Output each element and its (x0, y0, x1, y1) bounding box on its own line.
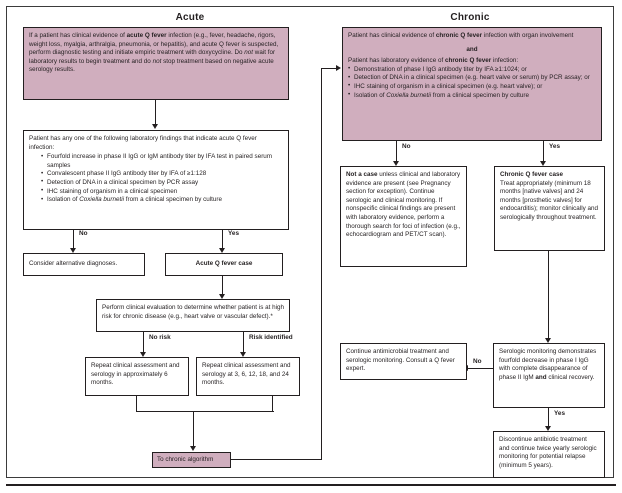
chronic-q-fever-case-title: Chronic Q fever case (500, 171, 563, 178)
arrow-acute-lab-yes (219, 248, 225, 253)
edge-label-chronic-no: No (402, 143, 411, 150)
connector-no-risk (143, 332, 145, 354)
consider-alternative-diagnoses-text: Consider alternative diagnoses. (29, 260, 118, 268)
edge-label-monitoring-yes: Yes (554, 410, 566, 417)
arrow-acute-lab-no (70, 248, 76, 253)
acute-lab-lead: Patient has any one of the following lab… (29, 135, 257, 151)
to-chronic-algorithm-box: To chronic algorithm (152, 452, 231, 468)
edge-label-risk-identified: Risk identified (249, 334, 293, 341)
acute-lab-list: Fourfold increase in phase II IgG or IgM… (29, 153, 283, 205)
edge-label-acute-no: No (79, 230, 88, 237)
edge-label-monitoring-no: No (473, 358, 482, 365)
not-a-case-text: Not a case unless clinical and laborator… (346, 171, 461, 239)
discontinue-antibiotic-text: Discontinue antibiotic treatment and con… (499, 436, 597, 469)
connector-chronic-feedback-vertical (321, 68, 323, 460)
chronic-intro-list: Demonstration of phase I IgG antibody ti… (348, 65, 596, 101)
connector-merge-to-chronic (193, 411, 195, 448)
chronic-q-fever-case-body: Treat appropriately (minimum 18 months [… (500, 179, 598, 221)
connector-chronic-yes (543, 141, 545, 163)
to-chronic-algorithm-text: To chronic algorithm (157, 455, 214, 463)
connector-acute-lab-no (73, 230, 75, 250)
acute-lab-item: IHC staining of organism in a clinical s… (41, 187, 283, 197)
connector-risk-identified (243, 332, 245, 354)
connector-acute-case-to-evaluation (222, 276, 224, 296)
serologic-monitoring-text: Serologic monitoring demonstrates fourfo… (499, 348, 597, 381)
chronic-intro-box: Patient has clinical evidence of chronic… (342, 27, 602, 141)
edge-label-no-risk: No risk (149, 334, 171, 341)
bottom-rule (6, 484, 616, 486)
chronic-column-title: Chronic (450, 12, 490, 23)
arrow-chronic-case-to-monitoring (545, 338, 551, 343)
chronic-intro-item: Detection of DNA in a clinical specimen … (348, 74, 596, 83)
arrow-chronic-yes (540, 161, 546, 166)
acute-intro-text: If a patient has clinical evidence of ac… (29, 32, 279, 74)
connector-monitoring-yes (548, 408, 550, 428)
acute-lab-item: Fourfold increase in phase II IgG or IgM… (41, 153, 283, 170)
repeat-6-months-text: Repeat clinical assessment and serology … (91, 362, 180, 387)
connector-chronic-feedback-horizontal-bottom (231, 459, 322, 461)
chronic-intro-item: IHC staining of organism in a clinical s… (348, 82, 596, 92)
arrow-chronic-no (393, 161, 399, 166)
connector-chronic-case-to-monitoring (548, 251, 550, 340)
connector-chronic-no (396, 141, 398, 163)
chronic-intro-line2: Patient has laboratory evidence of chron… (348, 57, 519, 65)
chronic-intro-item: Isolation of Coxiella burnetii from a cl… (348, 91, 596, 101)
acute-q-fever-case-box: Acute Q fever case (165, 253, 283, 276)
arrow-to-chronic-algorithm (190, 446, 196, 451)
continue-treatment-box: Continue antimicrobial treatment and ser… (340, 343, 467, 380)
arrow-risk-identified (240, 352, 246, 357)
connector-chronic-feedback-horizontal-top (321, 68, 339, 70)
continue-treatment-text: Continue antimicrobial treatment and ser… (346, 348, 455, 373)
arrow-into-chronic-intro (336, 64, 341, 71)
arrow-acute-intro-to-lab (152, 124, 158, 129)
repeat-schedule-box: Repeat clinical assessment and serology … (196, 357, 300, 396)
repeat-6-months-box: Repeat clinical assessment and serology … (85, 357, 189, 396)
clinical-evaluation-box: Perform clinical evaluation to determine… (96, 299, 290, 332)
serologic-monitoring-box: Serologic monitoring demonstrates fourfo… (493, 343, 605, 408)
chronic-intro-line1: Patient has clinical evidence of chronic… (348, 32, 574, 39)
chronic-q-fever-case-box: Chronic Q fever case Treat appropriately… (494, 166, 605, 251)
consider-alternative-diagnoses-box: Consider alternative diagnoses. (23, 253, 145, 276)
edge-label-chronic-yes: Yes (549, 143, 561, 150)
arrow-no-risk (140, 352, 146, 357)
acute-lab-findings-box: Patient has any one of the following lab… (23, 130, 289, 230)
edge-label-acute-yes: Yes (228, 230, 240, 237)
acute-lab-item: Detection of DNA in a clinical specimen … (41, 178, 283, 188)
acute-intro-box: If a patient has clinical evidence of ac… (23, 27, 289, 100)
chronic-intro-and: and (466, 45, 478, 53)
repeat-schedule-text: Repeat clinical assessment and serology … (202, 362, 291, 387)
clinical-evaluation-text: Perform clinical evaluation to determine… (102, 304, 285, 320)
connector-repeatsched-down (272, 396, 274, 412)
arrow-monitoring-yes (545, 426, 551, 431)
connector-acute-lab-yes (222, 230, 224, 250)
connector-merge-horizontal (136, 411, 274, 413)
chronic-intro-item: Demonstration of phase I IgG antibody ti… (348, 65, 596, 75)
not-a-case-box: Not a case unless clinical and laborator… (340, 166, 467, 267)
connector-monitoring-no (468, 368, 493, 370)
acute-lab-item: Convalescent phase II IgG antibody titer… (41, 170, 283, 179)
outer-frame (6, 6, 614, 478)
discontinue-antibiotic-box: Discontinue antibiotic treatment and con… (493, 431, 605, 478)
connector-repeat6-down (136, 396, 138, 412)
acute-lab-item: Isolation of Coxiella burnetii from a cl… (41, 196, 283, 205)
acute-q-fever-case-text: Acute Q fever case (195, 260, 253, 268)
acute-column-title: Acute (175, 12, 205, 23)
arrow-acute-case-to-evaluation (219, 294, 225, 299)
connector-acute-intro-to-lab (155, 100, 157, 126)
